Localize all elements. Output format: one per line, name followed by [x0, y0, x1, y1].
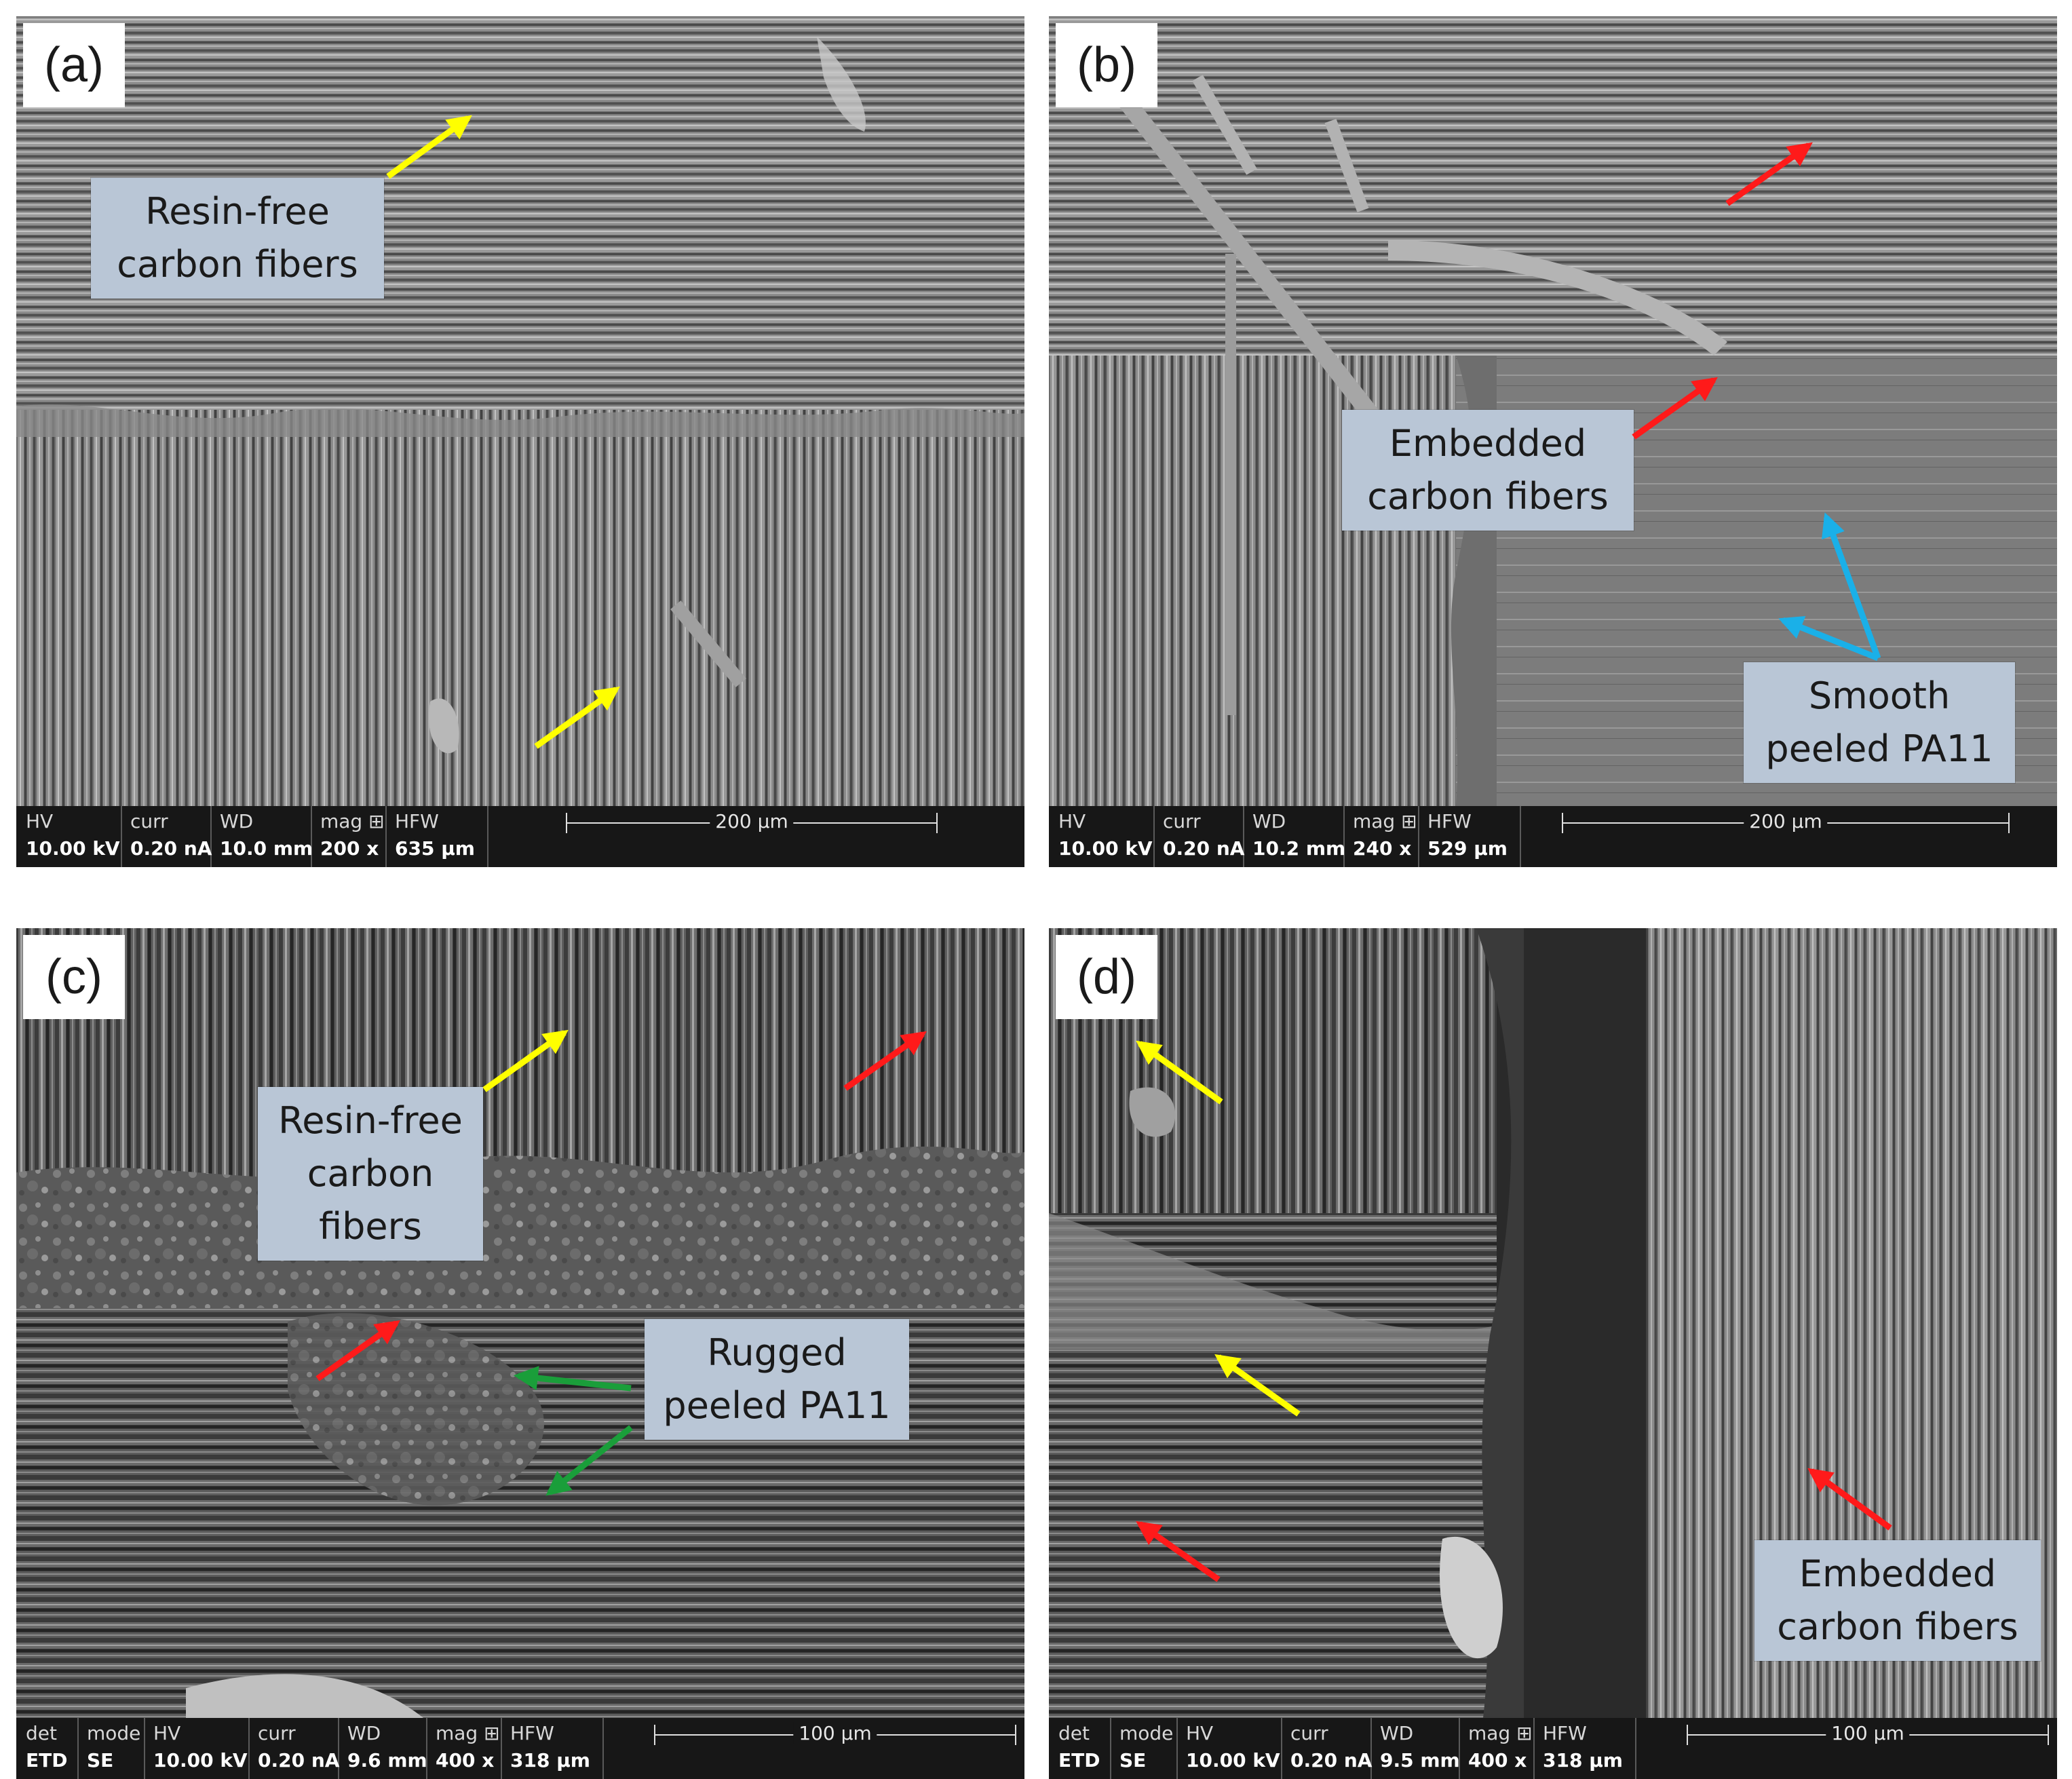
scale-bar: 100 µm [654, 1718, 1016, 1779]
sem-panel-c: (c) Resin-free carbon fibers Rugged peel… [16, 928, 1024, 1779]
callout-smooth-b: Smooth peeled PA11 [1744, 662, 2015, 783]
callout-line: carbon fibers [117, 243, 358, 286]
info-mag: mag ⊞ 200 x [311, 806, 387, 867]
info-mag: mag ⊞ 240 x [1343, 806, 1419, 867]
info-hv: HV 10.00 kV [1049, 806, 1155, 867]
sem-panel-d: (d) Embedded carbon fibers det ETD mode … [1049, 928, 2057, 1779]
info-mode: mode SE [77, 1718, 145, 1779]
callout-line: Smooth [1808, 674, 1951, 717]
info-wd: WD 10.0 mm [210, 806, 313, 867]
panel-label-b: (b) [1056, 23, 1157, 107]
callout-line: Resin-free [278, 1099, 463, 1142]
info-hv: HV 10.00 kV [144, 1718, 250, 1779]
panel-label-a: (a) [23, 23, 125, 107]
info-mag: mag ⊞ 400 x [1459, 1718, 1535, 1779]
callout-line: Resin-free [145, 190, 330, 233]
sem-info-bar-d: det ETD mode SE HV 10.00 kV curr 0.20 nA… [1049, 1718, 2057, 1779]
info-curr: curr 0.20 nA [121, 806, 212, 867]
sem-panel-b: (b) Embedded carbon fibers Smooth peeled… [1049, 16, 2057, 867]
callout-line: Embedded [1389, 422, 1587, 465]
info-mode: mode SE [1110, 1718, 1178, 1779]
info-wd: WD 9.5 mm [1370, 1718, 1460, 1779]
callout-line: peeled PA11 [1765, 727, 1993, 770]
callout-line: carbon [307, 1152, 434, 1195]
info-hv: HV 10.00 kV [1176, 1718, 1282, 1779]
sem-info-bar-b: HV 10.00 kV curr 0.20 nA WD 10.2 mm mag … [1049, 806, 2057, 867]
info-hfw: HFW 318 µm [501, 1718, 604, 1779]
callout-embedded-b: Embedded carbon fibers [1342, 410, 1634, 531]
callout-rugged-c: Rugged peeled PA11 [645, 1319, 909, 1440]
sem-panel-a: (a) Resin-free carbon fibers HV 10.00 kV… [16, 16, 1024, 867]
sem-info-bar-c: det ETD mode SE HV 10.00 kV curr 0.20 nA… [16, 1718, 1024, 1779]
callout-resin-free-c: Resin-free carbon fibers [258, 1087, 483, 1261]
info-hfw: HFW 318 µm [1533, 1718, 1636, 1779]
scale-bar: 200 µm [1562, 806, 2010, 867]
info-wd: WD 9.6 mm [338, 1718, 427, 1779]
info-hv: HV 10.00 kV [16, 806, 122, 867]
panel-label-d: (d) [1056, 935, 1157, 1019]
scale-bar-label: 200 µm [1744, 810, 1828, 833]
scale-bar: 200 µm [566, 806, 938, 867]
info-det: det ETD [16, 1718, 79, 1779]
info-curr: curr 0.20 nA [1153, 806, 1244, 867]
info-mag: mag ⊞ 400 x [426, 1718, 502, 1779]
callout-line: Rugged [707, 1331, 847, 1374]
scale-bar-label: 100 µm [793, 1722, 877, 1744]
scale-bar-label: 100 µm [1826, 1722, 1910, 1744]
callout-resin-free-a: Resin-free carbon fibers [91, 178, 384, 299]
info-hfw: HFW 635 µm [385, 806, 488, 867]
info-wd: WD 10.2 mm [1243, 806, 1345, 867]
info-curr: curr 0.20 nA [1281, 1718, 1372, 1779]
callout-line: fibers [319, 1205, 422, 1248]
sem-info-bar-a: HV 10.00 kV curr 0.20 nA WD 10.0 mm mag … [16, 806, 1024, 867]
callout-line: Embedded [1799, 1552, 1997, 1595]
callout-line: peeled PA11 [663, 1384, 891, 1427]
callout-line: carbon fibers [1367, 475, 1609, 518]
info-hfw: HFW 529 µm [1418, 806, 1521, 867]
scale-bar: 100 µm [1687, 1718, 2049, 1779]
callout-embedded-d: Embedded carbon fibers [1754, 1540, 2041, 1661]
scale-bar-label: 200 µm [710, 810, 794, 833]
sem-image-a [16, 16, 1024, 806]
info-curr: curr 0.20 nA [248, 1718, 339, 1779]
callout-line: carbon fibers [1777, 1605, 2018, 1648]
info-det: det ETD [1049, 1718, 1111, 1779]
panel-label-c: (c) [23, 935, 125, 1019]
